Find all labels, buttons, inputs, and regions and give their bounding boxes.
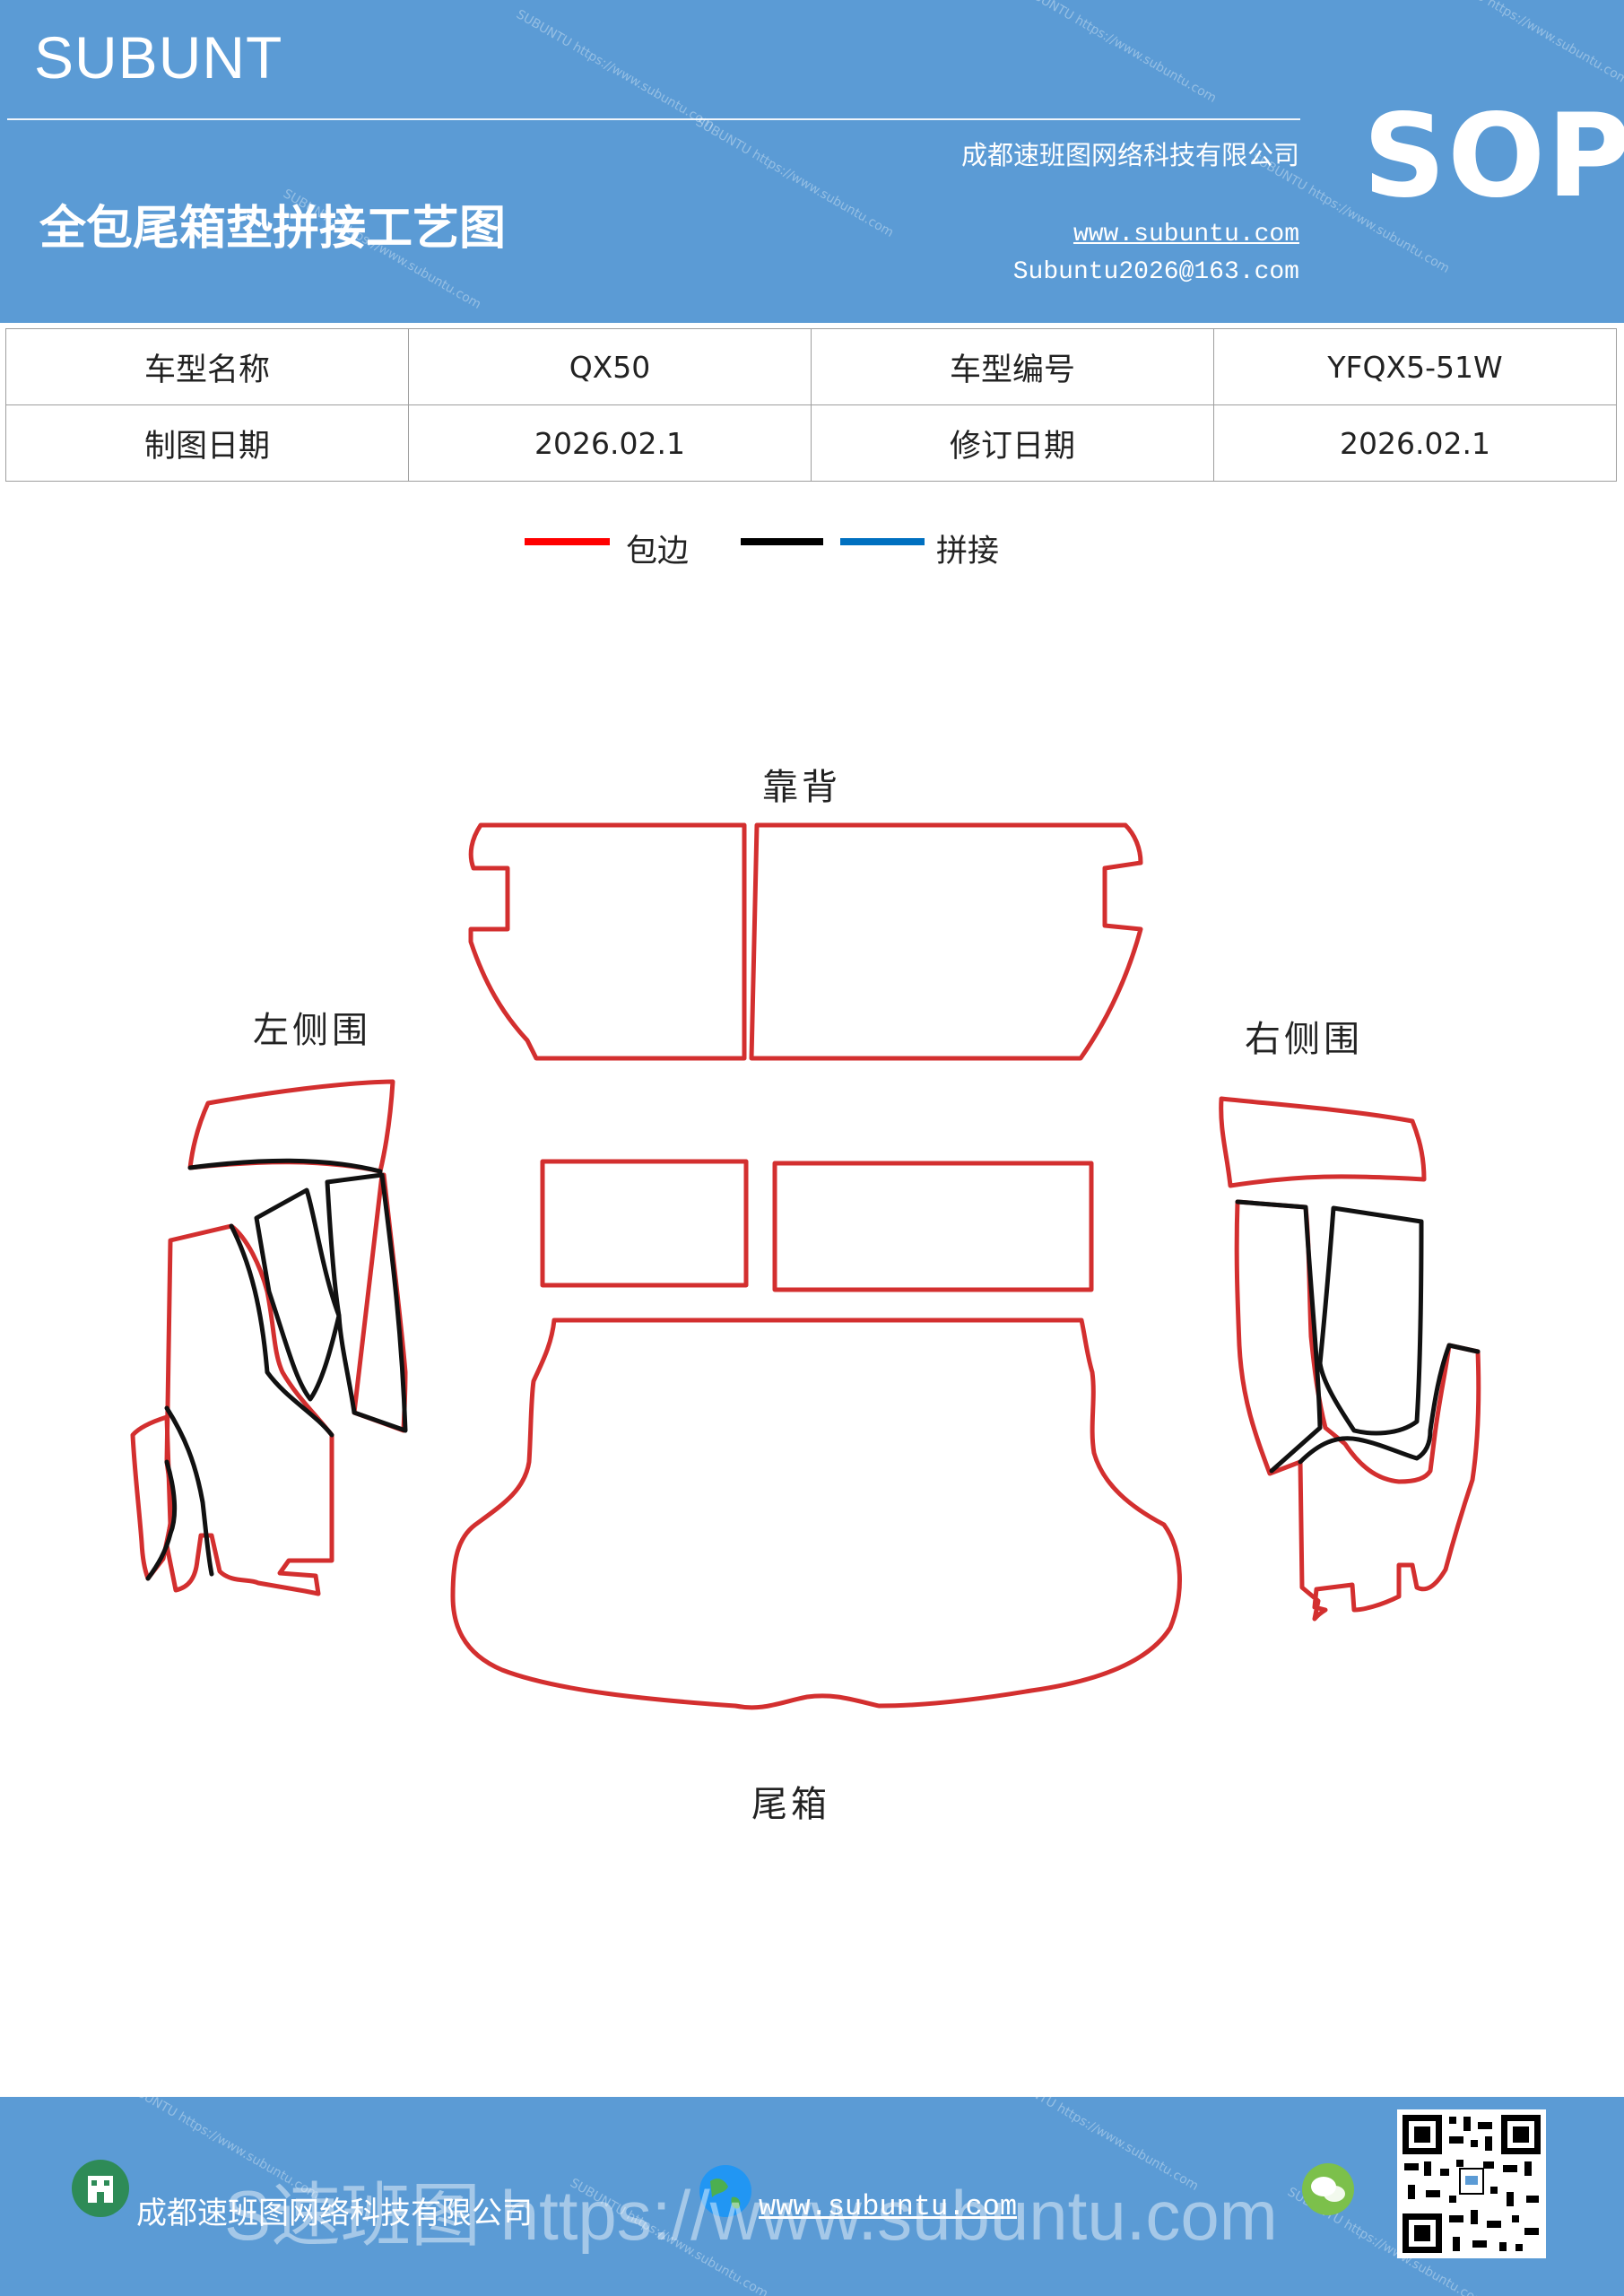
- left-seam-a: [229, 1223, 334, 1438]
- qr-code-graphic: [1403, 2115, 1541, 2253]
- qr-code: [1397, 2109, 1546, 2258]
- model-name-value: QX50: [408, 328, 812, 405]
- brand-logo-text: SUBUNT: [34, 24, 283, 91]
- label-left-side: 左侧围: [253, 1010, 371, 1051]
- legend-swatch-black: [741, 538, 823, 545]
- backrest-right-panel: [749, 822, 1143, 1061]
- left-seam-e: [145, 1459, 178, 1581]
- footer-banner: SUBUNTU https://www.subuntu.com SUBUNTU …: [0, 2097, 1624, 2296]
- left-seam-c: [325, 1172, 408, 1433]
- mat-layout-diagram: 靠背 左侧围 右侧围 尾箱: [130, 767, 1481, 1825]
- watermark: SUBUNTU https://www.subuntu.com: [1015, 0, 1220, 106]
- draw-date-value: 2026.02.1: [408, 404, 812, 482]
- building-icon: [72, 2160, 129, 2217]
- header-banner: SUBUNTU https://www.subuntu.com SUBUNTU …: [0, 0, 1624, 323]
- footer-website-link[interactable]: www.subuntu.com: [759, 2190, 1018, 2223]
- backrest-left-panel: [468, 822, 747, 1061]
- label-backrest: 靠背: [762, 767, 841, 808]
- globe-icon: [699, 2165, 751, 2217]
- revision-date-value: 2026.02.1: [1213, 404, 1617, 482]
- trunk-floor-panel: [450, 1318, 1182, 1710]
- watermark: SUBUNTU https://www.subuntu.com: [513, 7, 717, 133]
- table-row: 车型名称 QX50 车型编号 YFQX5-51W: [5, 328, 1617, 405]
- right-seam-c: [1298, 1343, 1481, 1465]
- legend-label-seam: 拼接: [936, 534, 1000, 570]
- draw-date-label: 制图日期: [5, 404, 409, 482]
- company-name: 成都速班图网络科技有限公司: [960, 140, 1299, 170]
- watermark: SUBUNTU https://www.subuntu.com: [692, 115, 897, 240]
- left-top-seam: [187, 1158, 383, 1174]
- model-name-label: 车型名称: [5, 328, 409, 405]
- model-code-value: YFQX5-51W: [1213, 328, 1617, 405]
- watermark: SUBUNTU https://www.subuntu.com: [1428, 0, 1624, 88]
- right-seam-a: [1235, 1199, 1323, 1474]
- left-lower-flap: [130, 1414, 173, 1581]
- website-link[interactable]: www.subuntu.com: [1073, 221, 1299, 248]
- middle-right-panel: [772, 1161, 1094, 1292]
- line-legend: 包边 拼接: [0, 526, 1624, 579]
- legend-label-binding: 包边: [626, 534, 690, 570]
- right-top-strip: [1219, 1096, 1427, 1188]
- document-title: 全包尾箱垫拼接工艺图: [39, 201, 507, 256]
- right-lower-panel: [1234, 1199, 1481, 1622]
- label-right-side: 右侧围: [1245, 1019, 1363, 1060]
- vehicle-info-table: 车型名称 QX50 车型编号 YFQX5-51W 制图日期 2026.02.1 …: [5, 328, 1617, 482]
- sop-badge: SOP: [1363, 90, 1624, 223]
- table-row: 制图日期 2026.02.1 修订日期 2026.02.1: [5, 404, 1617, 482]
- footer-watermark-overlay: S速班图 https://www.subuntu.com: [224, 2176, 1278, 2255]
- left-seam-d: [164, 1405, 214, 1577]
- wechat-icon: [1302, 2163, 1354, 2215]
- left-seam-b: [254, 1187, 342, 1402]
- left-top-strip: [187, 1079, 395, 1174]
- revision-date-label: 修订日期: [811, 404, 1214, 482]
- header-divider: [7, 118, 1300, 120]
- middle-left-panel: [540, 1159, 749, 1288]
- email-address[interactable]: Subuntu2026@163.com: [1012, 258, 1299, 286]
- label-trunk: 尾箱: [751, 1784, 830, 1825]
- right-seam-b: [1317, 1205, 1424, 1436]
- model-code-label: 车型编号: [811, 328, 1214, 405]
- footer-company-name: 成都速班图网络科技有限公司: [136, 2196, 533, 2231]
- legend-swatch-red: [525, 538, 610, 545]
- legend-swatch-blue: [840, 538, 925, 545]
